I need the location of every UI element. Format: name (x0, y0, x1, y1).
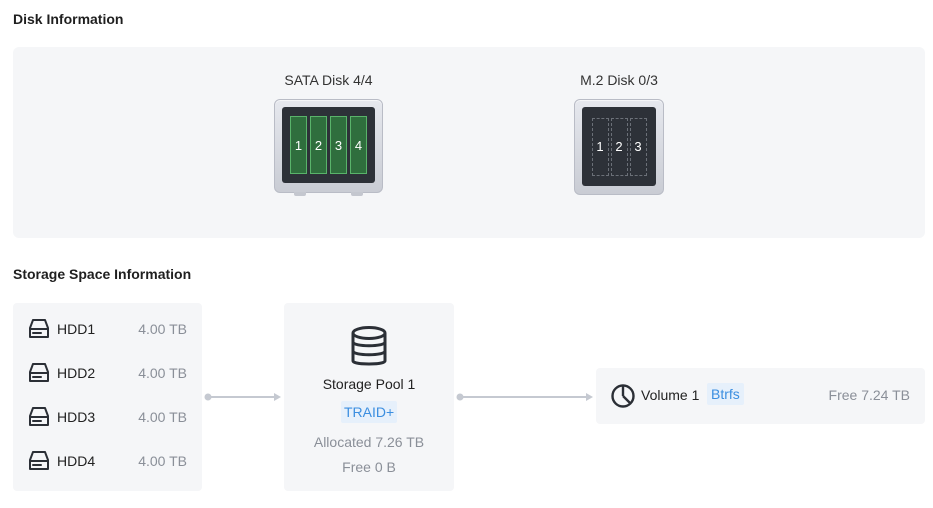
m2-enclosure[interactable]: M.2 Disk 0/3 1 2 3 (572, 72, 666, 195)
hard-drive-icon (29, 363, 49, 382)
hdd-size: 4.00 TB (138, 453, 187, 469)
hdd-row[interactable]: HDD4 4.00 TB (27, 449, 187, 473)
sata-bay-1[interactable]: 1 (290, 116, 307, 174)
volume-free: Free 7.24 TB (828, 387, 910, 403)
filesystem-badge: Btrfs (707, 383, 744, 405)
sata-enclosure[interactable]: SATA Disk 4/4 1 2 3 4 (272, 72, 385, 196)
hdd-name: HDD4 (57, 453, 96, 469)
hdd-list-panel: HDD1 4.00 TB HDD2 4.00 TB HDD3 4.00 TB H… (13, 303, 202, 491)
sata-bay-2[interactable]: 2 (310, 116, 327, 174)
hdd-row[interactable]: HDD3 4.00 TB (27, 405, 187, 429)
disk-information-title: Disk Information (13, 11, 124, 27)
m2-enclosure-label: M.2 Disk 0/3 (580, 72, 658, 88)
hard-drive-icon (29, 319, 49, 338)
sata-bay-3[interactable]: 3 (330, 116, 347, 174)
hdd-name: HDD1 (57, 321, 96, 337)
sata-bay-4[interactable]: 4 (350, 116, 367, 174)
pool-allocated: Allocated 7.26 TB (313, 434, 425, 450)
hdd-size: 4.00 TB (138, 365, 187, 381)
hdd-row[interactable]: HDD1 4.00 TB (27, 317, 187, 341)
sata-enclosure-graphic: 1 2 3 4 (274, 99, 383, 196)
enclosure-foot (294, 192, 306, 196)
storage-pool-name: Storage Pool 1 (322, 376, 416, 392)
hdd-row[interactable]: HDD2 4.00 TB (27, 361, 187, 385)
hdd-size: 4.00 TB (138, 409, 187, 425)
m2-enclosure-graphic: 1 2 3 (574, 99, 664, 195)
volume-card[interactable]: Volume 1 Btrfs Free 7.24 TB (596, 368, 925, 424)
hdd-name: HDD2 (57, 365, 96, 381)
hard-drive-icon (29, 407, 49, 426)
connector-arrow (204, 393, 281, 401)
hard-drive-icon (29, 451, 49, 470)
hdd-size: 4.00 TB (138, 321, 187, 337)
connector-arrow (456, 393, 593, 401)
database-icon (351, 326, 387, 366)
disk-information-panel: SATA Disk 4/4 1 2 3 4 M.2 Disk 0/3 1 2 3 (13, 47, 925, 238)
enclosure-foot (351, 192, 363, 196)
pie-chart-icon (611, 384, 635, 408)
m2-bay-2[interactable]: 2 (610, 117, 628, 176)
hdd-name: HDD3 (57, 409, 96, 425)
m2-bay-area: 1 2 3 (582, 107, 656, 186)
m2-bay-3[interactable]: 3 (629, 117, 647, 176)
raid-type-badge: TRAID+ (341, 401, 398, 423)
storage-space-title: Storage Space Information (13, 266, 192, 282)
sata-enclosure-label: SATA Disk 4/4 (284, 72, 373, 88)
m2-bay-1[interactable]: 1 (591, 117, 609, 176)
sata-bay-area: 1 2 3 4 (282, 107, 375, 183)
volume-name: Volume 1 (641, 387, 700, 403)
storage-pool-card[interactable]: Storage Pool 1 TRAID+ Allocated 7.26 TB … (284, 303, 454, 491)
pool-free: Free 0 B (342, 459, 396, 475)
